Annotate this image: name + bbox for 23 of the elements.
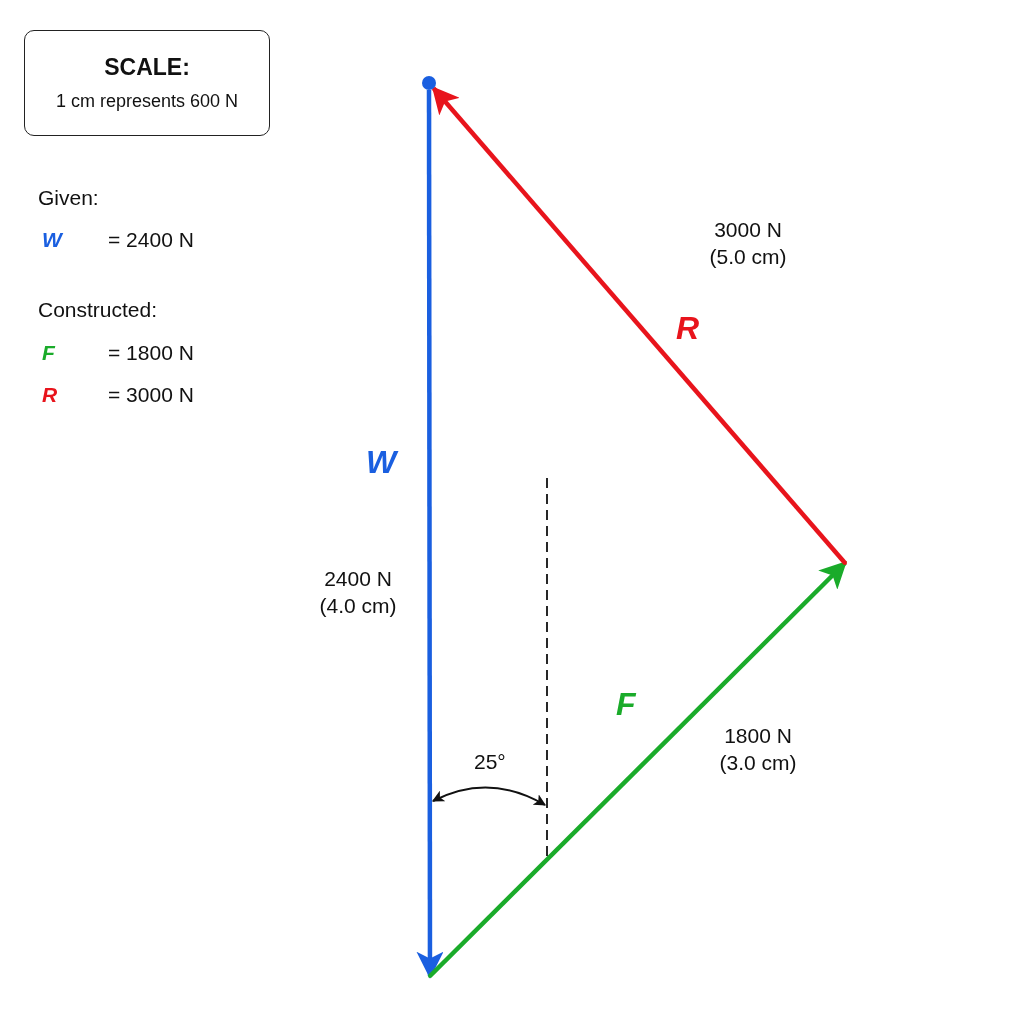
vector-label: F [616,685,636,724]
symbol-label: R [42,382,58,408]
value-text: = 2400 N [108,227,194,253]
symbol-label: F [42,340,55,366]
vertex-point [843,561,847,565]
value-text: = 3000 N [108,382,194,408]
force-vector-arrow [428,561,847,978]
heading-text: Constructed: [38,297,158,323]
magnitude-label: 2400 N (4.0 cm) [318,566,398,620]
scale-heading: SCALE: [104,54,190,81]
vertex-point [428,974,432,978]
force-vector-arrow [431,86,847,565]
scale-box [24,30,270,136]
point-dot [422,76,436,90]
scale-text: 1 cm represents 600 N [55,91,239,112]
symbol-label: W [42,227,62,253]
heading-text: Given: [38,185,99,211]
angle-label: 25° [474,749,506,775]
vector-label: W [366,443,397,482]
magnitude-label: 3000 N (5.0 cm) [708,217,788,271]
value-text: = 1800 N [108,340,194,366]
magnitude-label: 1800 N (3.0 cm) [718,723,798,777]
vector-label: R [676,309,700,348]
